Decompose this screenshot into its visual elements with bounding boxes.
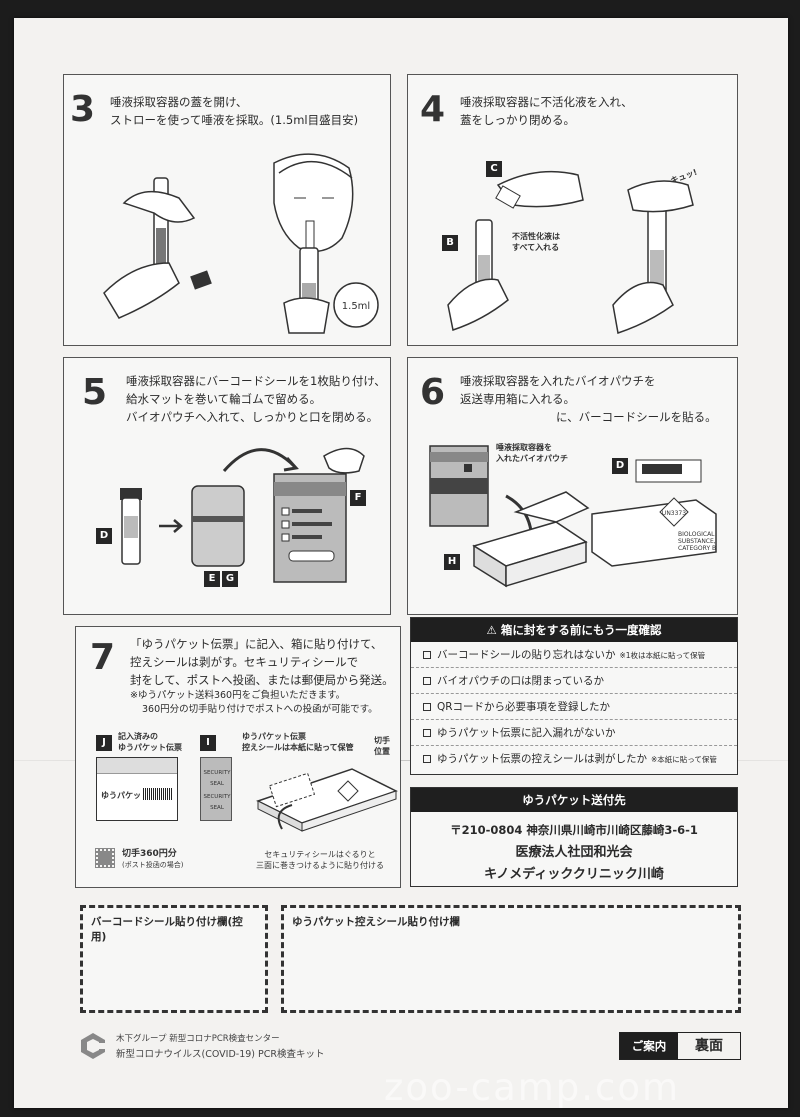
label-d: D [612,458,628,474]
group-name: 木下グループ 新型コロナPCR検査センター [116,1034,280,1044]
checkbox-icon [423,729,431,737]
label-d: D [96,528,112,544]
step-5-panel: 5 唾液採取容器にバーコードシールを1枚貼り付け、 給水マットを巻いて輪ゴムで留… [63,357,391,615]
step-instructions: 唾液採取容器を入れたバイオパウチを 返送専用箱に入れる。 に、バーコードシールを… [460,374,717,424]
pouch-note: 唾液採取容器を 入れたバイオパウチ [496,443,568,463]
label-c: C [486,161,502,177]
guide-label: ご案内 [620,1033,678,1059]
kit-name: 新型コロナウイルス(COVID-19) PCR検査キット [116,1049,325,1060]
stamp-position-note: 切手 位置 [374,736,390,756]
checkbox-icon [423,755,431,763]
box-illustration: UN3373 BIOLOGICAL SUBSTANCE, CATEGORY B [429,445,717,588]
side-label: 裏面 [695,1038,723,1054]
step-number: 4 [420,89,446,130]
checklist-item: QRコードから必要事項を登録したか [411,694,737,720]
step-6-panel: 6 唾液採取容器を入れたバイオパウチを 返送専用箱に入れる。 に、バーコードシー… [407,357,738,615]
packing-illustration [120,447,365,583]
shipping-address: ゆうパケット送付先 〒210-0804 神奈川県川崎市川崎区藤崎3-6-1 医療… [410,787,738,887]
step-number: 3 [70,89,96,130]
copy-sticker-area: ゆうパケット控えシール貼り付け欄 [281,905,741,1013]
step-number: 5 [82,372,108,413]
clinic-name: キノメディッククリニック川崎 [484,867,664,882]
sealed-box-illustration [256,768,398,832]
page-side-badge: ご案内 裏面 [619,1032,741,1060]
security-seal: SECURITY SEAL SECURITY SEAL [200,757,232,821]
i-caption: ゆうパケット伝票 控えシールは本紙に貼って保管 [242,732,354,752]
saliva-collection-illustration: 1.5ml [103,153,379,334]
organization-name: 医療法人社団和光会 [515,845,633,860]
checklist-title: ⚠ 箱に封をする前にもう一度確認 [411,618,737,642]
label-g: G [222,571,238,587]
step-instructions: 唾液採取容器にバーコードシールを1枚貼り付け、 給水マットを巻いて輪ゴムで留める… [126,374,386,424]
label-b: B [442,235,458,251]
label-h: H [444,554,460,570]
checklist-item: バイオパウチの口は閉まっているか [411,668,737,694]
kinoshita-logo-icon [81,1033,105,1059]
postal-address: 〒210-0804 神奈川県川崎市川崎区藤崎3-6-1 [450,823,698,837]
stamp-note: 切手360円分 (ポスト投函の場合) [122,849,184,869]
step-number: 7 [90,637,116,678]
label-e: E [204,571,220,587]
j-caption: 記入済みの ゆうパケット伝票 [118,732,182,752]
svg-text:UN3373: UN3373 [662,510,686,517]
volume-callout: 1.5ml [342,301,370,312]
step-instructions: 「ゆうパケット伝票」に記入、箱に貼り付けて、 控えシールは剥がす。セキュリティシ… [130,637,394,715]
step-instructions: 唾液採取容器の蓋を開け、 ストローを使って唾液を採取。(1.5ml目盛目安) [110,95,359,127]
inactivation-note: 不活性化液は すべて入れる [512,232,560,252]
paper-fold-line [14,760,788,761]
address-title: ゆうパケット送付先 [411,788,737,812]
label-i: I [200,735,216,751]
step-7-panel: 7 「ゆうパケット伝票」に記入、箱に貼り付けて、 控えシールは剥がす。セキュリテ… [75,626,401,888]
barcode-sticker-area: バーコードシール貼り付け欄(控用) [80,905,268,1013]
label-f: F [350,490,366,506]
svg-text:BIOLOGICAL: BIOLOGICAL [678,531,715,538]
checkbox-icon [423,677,431,685]
checklist-item: ゆうパケット伝票の控えシールは剥がしたか※本紙に貼って保管 [411,746,737,772]
checkbox-icon [423,651,431,659]
label-j: J [96,735,112,751]
checkbox-icon [423,703,431,711]
step-instructions: 唾液採取容器に不活化液を入れ、 蓋をしっかり閉める。 [460,95,633,127]
final-checklist: ⚠ 箱に封をする前にもう一度確認 バーコードシールの貼り忘れはないか※1枚は本紙… [410,617,738,775]
inactivation-illustration [447,170,694,334]
step-number: 6 [420,372,446,413]
checklist-item: ゆうパケット伝票に記入漏れがないか [411,720,737,746]
watermark: zoo-camp.com [384,1066,681,1109]
seal-wrap-note: セキュリティシールはぐるりと 三面に巻きつけるように貼り付ける [256,850,384,870]
checklist-item: バーコードシールの貼り忘れはないか※1枚は本紙に貼って保管 [411,642,737,668]
svg-text:SUBSTANCE,: SUBSTANCE, [678,538,716,545]
yu-packet-slip: ゆうパケット [96,757,178,821]
step-4-panel: 4 唾液採取容器に不活化液を入れ、 蓋をしっかり閉める。 C B 不活性化液は … [407,74,738,346]
svg-text:CATEGORY B: CATEGORY B [678,545,716,552]
stamp-icon [95,848,115,868]
step-3-panel: 3 唾液採取容器の蓋を開け、 ストローを使って唾液を採取。(1.5ml目盛目安)… [63,74,391,346]
